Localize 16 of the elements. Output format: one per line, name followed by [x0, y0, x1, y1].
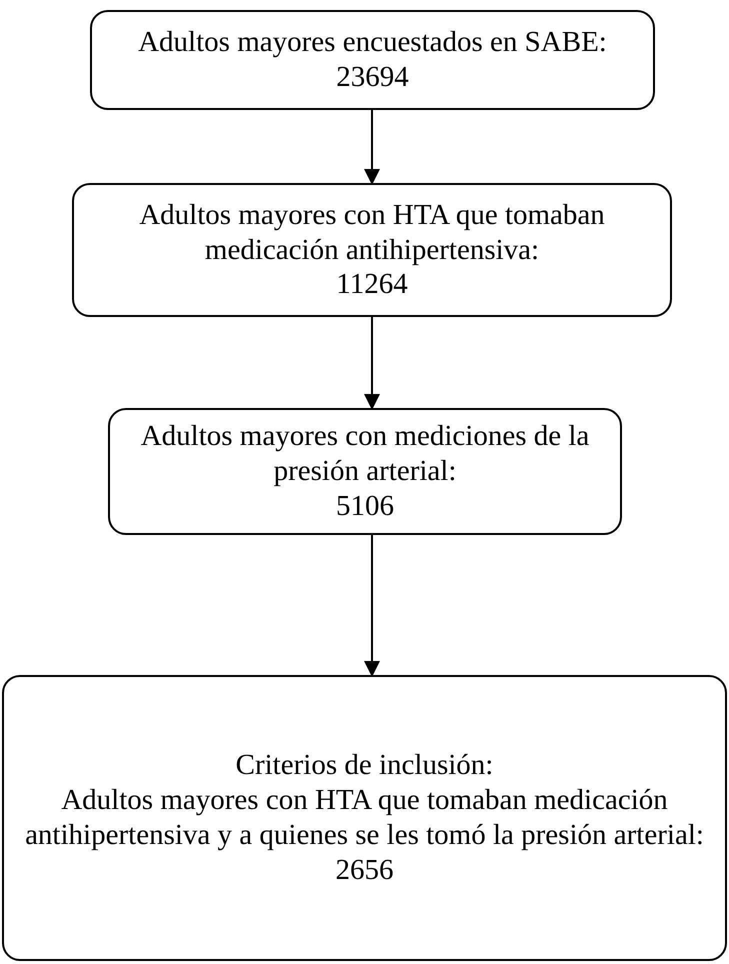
arrow [364, 535, 380, 677]
box-text: 5106 [336, 488, 394, 524]
process-box [108, 408, 622, 535]
box-text: Adultos mayores con mediciones de la presión arterial: [140, 419, 590, 489]
process-box [2, 675, 727, 961]
box-text: 2656 [336, 852, 394, 888]
box-text: Criterios de inclusión: [236, 748, 494, 784]
box-text: Adultos mayores con HTA que tomaban medicación antihipertensiva y a quienes se les tomó la presión arterial: [24, 783, 705, 853]
box-text: 23694 [336, 60, 409, 95]
box-text: Adultos mayores encuestados en SABE: [138, 25, 607, 60]
box-text: 11264 [336, 267, 408, 302]
arrow [364, 317, 380, 410]
box-text: Adultos mayores con HTA que tomaban medicación antihipertensiva: [138, 198, 606, 268]
process-box [72, 183, 672, 317]
arrow [364, 110, 380, 185]
process-box [90, 10, 655, 110]
